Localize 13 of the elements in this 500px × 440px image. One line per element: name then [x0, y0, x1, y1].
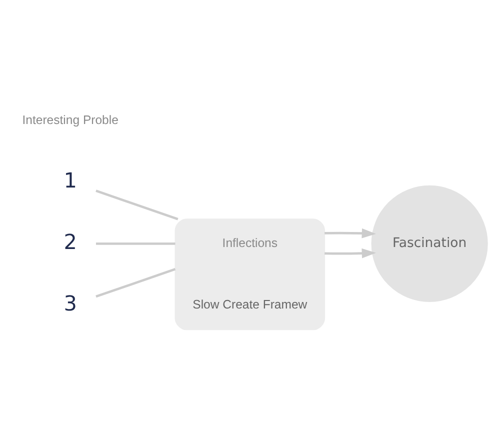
- node-text: 2: [64, 229, 77, 254]
- node-text: 1: [64, 168, 77, 192]
- node-circle: Fascination: [371, 184, 488, 302]
- cluster: [174, 218, 326, 330]
- node-text: 3: [64, 290, 77, 315]
- arrow: [324, 228, 376, 238]
- node-text: Interesting Proble: [22, 112, 118, 127]
- node-text: Inflections: [222, 235, 278, 250]
- connector: [96, 189, 178, 220]
- connector: [96, 242, 176, 244]
- arrow: [324, 248, 376, 258]
- connector: [96, 268, 176, 298]
- node-text: Slow Create Framew: [192, 296, 308, 311]
